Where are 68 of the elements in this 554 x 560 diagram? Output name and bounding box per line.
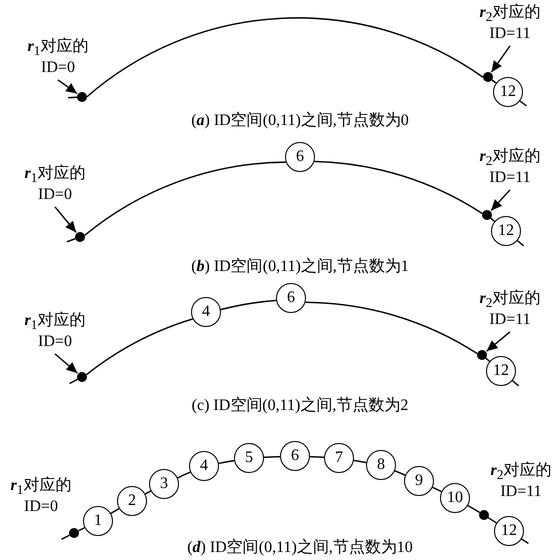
line-stub	[68, 96, 78, 98]
node-circle: 12	[493, 77, 523, 107]
arc-segment	[314, 160, 483, 214]
node-circle: 12	[486, 356, 516, 386]
line-stub	[69, 378, 78, 384]
arc-segment	[86, 17, 484, 98]
arc-segment	[177, 472, 191, 478]
node-circle: 4	[191, 297, 221, 327]
node-circle: 8	[366, 450, 396, 480]
leader-arrow	[54, 206, 77, 233]
figure-caption: (d) ID空间(0,11)之间,节点数为10	[187, 538, 413, 558]
endpoint-label: r$_{1}$对应的 ID=0	[7, 477, 75, 516]
line-stub	[61, 534, 70, 540]
node-circle: 3	[149, 469, 179, 499]
node-circle: 6	[280, 441, 310, 471]
arc-segment	[394, 470, 406, 476]
node-circle: 12	[494, 516, 524, 546]
endpoint-dot	[479, 510, 489, 520]
line-stub	[66, 238, 76, 242]
endpoint-label: r$_{2}$对应的 ID=11	[476, 4, 544, 43]
endpoint-dot	[69, 528, 79, 538]
node-circle: 5	[234, 443, 264, 473]
arc-segment	[86, 318, 193, 376]
arc-segment	[492, 79, 496, 84]
endpoint-label: r$_{1}$对应的 ID=0	[21, 312, 89, 351]
line-stub	[521, 538, 529, 544]
endpoint-dot	[483, 72, 493, 82]
node-circle: 6	[285, 142, 315, 172]
figure-caption: (b) ID空间(0,11)之间,节点数为1	[191, 256, 409, 277]
arc-segment	[310, 456, 324, 458]
endpoint-dot	[477, 350, 487, 360]
node-circle: 10	[440, 483, 470, 513]
arc-segment	[110, 508, 120, 514]
arc-segment	[220, 300, 276, 310]
endpoint-label: r$_{1}$对应的 ID=0	[21, 165, 89, 204]
arc-segment	[305, 302, 478, 354]
node-circle: 12	[491, 216, 521, 246]
endpoint-dot	[77, 92, 87, 102]
leader-arrow	[490, 45, 511, 72]
arc-segment	[218, 460, 234, 464]
line-stub	[512, 380, 520, 386]
leader-arrow	[58, 79, 78, 94]
endpoint-label: r$_{2}$对应的 ID=11	[476, 148, 544, 187]
arc-segment	[432, 486, 442, 492]
line-stub	[520, 100, 527, 106]
endpoint-label: r$_{1}$对应的 ID=0	[24, 38, 92, 77]
endpoint-dot	[482, 210, 492, 220]
arc-segment	[84, 161, 286, 236]
endpoint-label: r$_{2}$对应的 ID=11	[476, 290, 544, 329]
leader-arrow	[54, 353, 78, 374]
endpoint-dot	[77, 372, 87, 382]
arc-segment	[468, 504, 480, 514]
line-stub	[517, 240, 524, 246]
node-circle: 4	[189, 451, 219, 481]
arc-segment	[488, 517, 497, 524]
endpoint-label: r$_{2}$对应的 ID=11	[487, 462, 554, 501]
node-circle: 9	[404, 466, 434, 496]
node-circle: 6	[276, 283, 306, 313]
arc-segment	[264, 456, 280, 458]
figure-caption: (c) ID空间(0,11)之间,节点数为2	[192, 396, 408, 416]
endpoint-dot	[75, 232, 85, 242]
leader-arrow	[490, 189, 511, 212]
leader-arrow	[486, 331, 510, 352]
node-circle: 2	[117, 486, 147, 516]
arc-segment	[354, 460, 366, 464]
node-circle: 1	[83, 506, 113, 536]
node-circle: 7	[324, 443, 354, 473]
figure-caption: (a) ID空间(0,11)之间,节点数为0	[191, 110, 409, 131]
